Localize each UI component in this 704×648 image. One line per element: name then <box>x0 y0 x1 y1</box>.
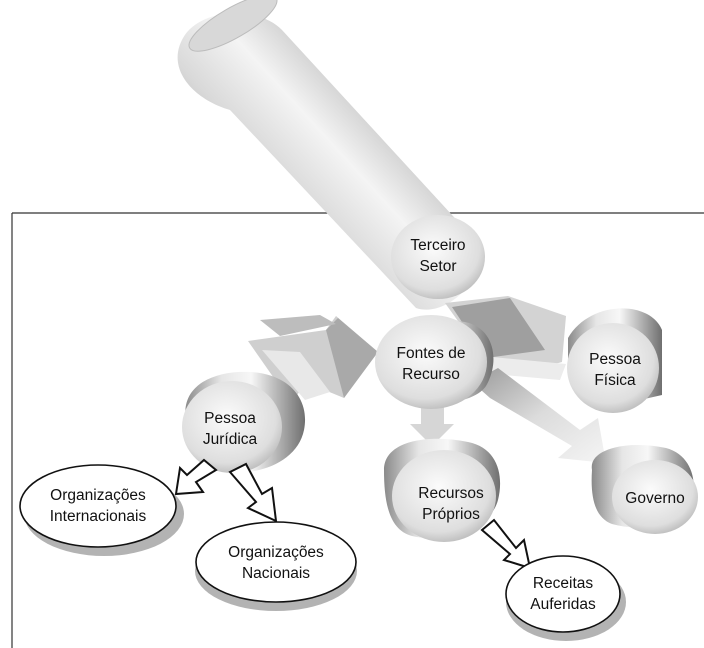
governo-line1: Governo <box>625 490 685 507</box>
pessoa-juridica-shape <box>182 371 306 473</box>
pessoa-juridica-line1: Pessoa <box>204 410 256 427</box>
organizacoes-internacionais-label: Organizações Internacionais <box>38 485 158 527</box>
recursos-proprios-label: Recursos Próprios <box>408 483 494 525</box>
fontes-de-recurso-shape <box>375 315 494 409</box>
receitas-auferidas-shape <box>505 555 626 641</box>
pessoa-fisica-line1: Pessoa <box>589 351 641 368</box>
organizacoes-internacionais-shape <box>19 464 184 556</box>
fontes-de-recurso-label: Fontes de Recurso <box>376 343 486 385</box>
pessoa-fisica-line2: Física <box>594 372 636 389</box>
receitas-auferidas-label: Receitas Auferidas <box>515 573 611 615</box>
terceiro-setor-label: Terceiro Setor <box>388 235 488 277</box>
recursos-proprios-shape <box>384 438 501 542</box>
organizacoes-nacionais-line2: Nacionais <box>241 565 311 582</box>
arrow-to-organizacoes-nacionais <box>228 462 278 523</box>
recursos-proprios-line2: Próprios <box>422 506 480 523</box>
organizacoes-internacionais-line2: Internacionais <box>49 508 147 525</box>
terceiro-setor-tube <box>177 0 485 310</box>
governo-shape <box>591 444 698 534</box>
fontes-de-recurso-line1: Fontes de <box>396 345 466 362</box>
arrow-to-receitas-auferidas <box>480 518 532 570</box>
pessoa-juridica-label: Pessoa Jurídica <box>190 408 270 450</box>
arrow-to-pessoa-fisica <box>445 296 566 380</box>
arrow-to-governo <box>472 368 606 463</box>
terceiro-setor-line2: Setor <box>419 258 457 275</box>
pessoa-fisica-label: Pessoa Física <box>580 349 650 391</box>
organizacoes-internacionais-line1: Organizações <box>50 487 146 504</box>
organizacoes-nacionais-line1: Organizações <box>228 544 324 561</box>
pessoa-fisica-shape <box>567 308 662 413</box>
pessoa-juridica-line2: Jurídica <box>202 431 258 448</box>
arrow-to-recursos-proprios <box>410 404 454 446</box>
fontes-de-recurso-line2: Recurso <box>402 366 460 383</box>
organizacoes-nacionais-label: Organizações Nacionais <box>216 542 336 584</box>
governo-label: Governo <box>612 488 698 509</box>
terceiro-setor-line1: Terceiro <box>410 237 466 254</box>
receitas-auferidas-line2: Auferidas <box>530 596 596 613</box>
recursos-proprios-line1: Recursos <box>418 485 484 502</box>
arrow-to-organizacoes-internacionais <box>174 458 218 496</box>
receitas-auferidas-line1: Receitas <box>532 575 594 592</box>
organizacoes-nacionais-shape <box>195 521 357 611</box>
